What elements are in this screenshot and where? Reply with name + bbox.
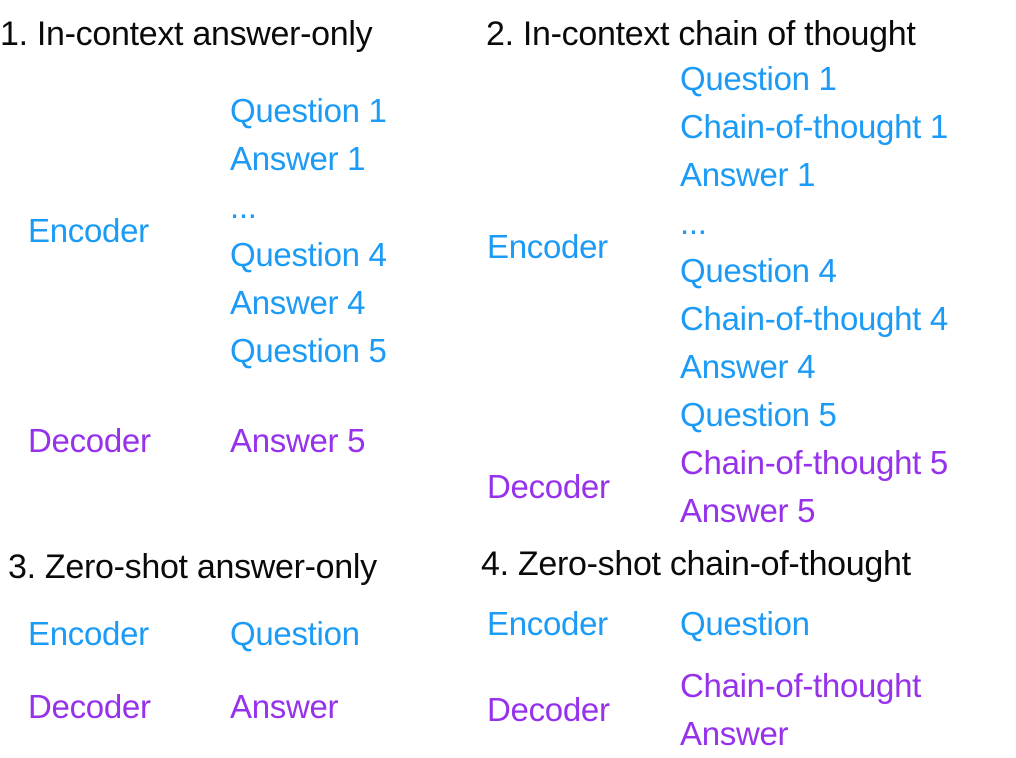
content-line: ... xyxy=(680,204,707,241)
decoder-row: Decoder Chain-of-thought 5 Answer 5 xyxy=(478,439,948,535)
decoder-label: Decoder xyxy=(487,691,610,728)
decoder-label: Decoder xyxy=(28,688,151,725)
encoder-label: Encoder xyxy=(487,605,608,642)
decoder-content: Chain-of-thought 5 Answer 5 xyxy=(680,439,948,535)
content-line: Chain-of-thought 5 xyxy=(680,444,948,481)
content-line: Answer xyxy=(230,688,339,725)
panel-zero-shot-answer-only: 3. Zero-shot answer-only Encoder Questio… xyxy=(8,547,377,731)
content-line: Answer 5 xyxy=(230,422,366,459)
content-line: Chain-of-thought 4 xyxy=(680,300,948,337)
decoder-label: Decoder xyxy=(487,468,610,505)
decoder-row: Decoder Answer xyxy=(8,683,377,731)
content-line: Question 4 xyxy=(230,236,387,273)
panel-title: 2. In-context chain of thought xyxy=(486,15,916,53)
content-line: Chain-of-thought 1 xyxy=(680,108,948,145)
content-line: ... xyxy=(230,188,257,225)
encoder-row: Encoder Question 1 Chain-of-thought 1 Answ… xyxy=(478,55,948,439)
content-line: Question 4 xyxy=(680,252,837,289)
encoder-row: Encoder Question xyxy=(8,610,377,658)
decoder-label: Decoder xyxy=(28,422,151,459)
panel-title: 3. Zero-shot answer-only xyxy=(8,548,377,586)
encoder-label: Encoder xyxy=(28,615,149,652)
encoder-content: Question xyxy=(230,610,360,658)
content-line: Question 1 xyxy=(230,92,387,129)
panel-in-context-chain-of-thought: 2. In-context chain of thought Encoder Q… xyxy=(478,14,948,535)
encoder-label: Encoder xyxy=(28,212,149,249)
content-line: Answer 4 xyxy=(680,348,816,385)
encoder-content: Question xyxy=(680,600,810,648)
encoder-content: Question 1 Chain-of-thought 1 Answer 1... Q… xyxy=(680,55,948,439)
panel-zero-shot-chain-of-thought: 4. Zero-shot chain-of-thought Encoder Qu… xyxy=(478,544,921,758)
content-line: Answer 5 xyxy=(680,492,816,529)
encoder-content: Question 1 Answer 1... Question 4 Answer 4 Q… xyxy=(230,87,387,375)
content-line: Chain-of-thought xyxy=(680,667,922,704)
content-line: Question 5 xyxy=(680,396,837,433)
panel-title: 4. Zero-shot chain-of-thought xyxy=(481,545,911,583)
decoder-content: Answer 5 xyxy=(230,417,365,465)
decoder-content: Answer xyxy=(230,683,339,731)
content-line: Answer xyxy=(680,715,789,752)
content-line: Question 5 xyxy=(230,332,387,369)
panel-title: 1. In-context answer-only xyxy=(0,15,373,53)
encoder-label: Encoder xyxy=(487,228,608,265)
content-line: Answer 1 xyxy=(230,140,366,177)
panel-in-context-answer-only: 1. In-context answer-only Encoder Questi… xyxy=(0,14,387,465)
content-line: Question 1 xyxy=(680,60,837,97)
content-line: Answer 1 xyxy=(680,156,816,193)
content-line: Answer 4 xyxy=(230,284,366,321)
content-line: Question xyxy=(680,605,810,642)
content-line: Question xyxy=(230,615,360,652)
decoder-row: Decoder Answer 5 xyxy=(0,417,387,465)
encoder-row: Encoder Question 1 Answer 1... Question 4 A… xyxy=(0,87,387,375)
encoder-row: Encoder Question xyxy=(478,600,921,648)
